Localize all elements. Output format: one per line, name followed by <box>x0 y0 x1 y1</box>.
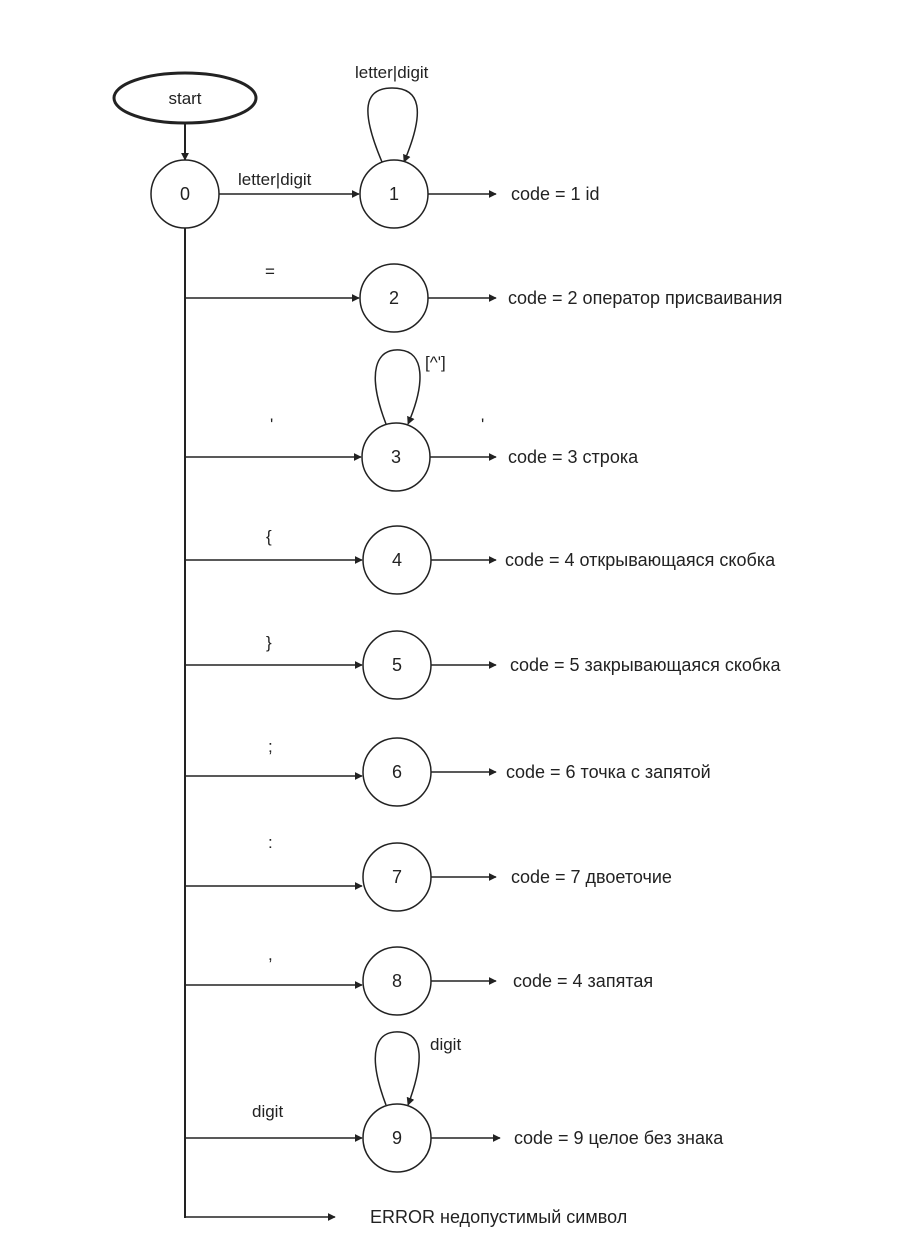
loop-label-3: [^'] <box>425 353 446 372</box>
result-5: code = 5 закрывающаяся скобка <box>510 655 781 675</box>
state-5: 5 <box>362 630 432 700</box>
edge-label-4: { <box>266 527 272 546</box>
loop-state-1 <box>367 87 418 163</box>
error-label: ERROR недопустимый символ <box>370 1207 627 1227</box>
state-6: 6 <box>362 737 432 807</box>
loop-label-9: digit <box>430 1035 461 1054</box>
state-8-label: 8 <box>392 971 402 991</box>
loop-state-3 <box>374 349 421 425</box>
state-0-label: 0 <box>180 184 190 204</box>
loop-label-1: letter|digit <box>355 63 429 82</box>
state-0: 0 <box>150 159 220 229</box>
state-5-label: 5 <box>392 655 402 675</box>
edge-label-5: } <box>266 633 272 652</box>
state-7: 7 <box>362 842 432 912</box>
edge-label-1: letter|digit <box>238 170 312 189</box>
loop-state-9 <box>374 1031 420 1106</box>
state-2-label: 2 <box>389 288 399 308</box>
edge-label-7: : <box>268 833 273 852</box>
result-7: code = 7 двоеточие <box>511 867 672 887</box>
state-1-label: 1 <box>389 184 399 204</box>
result-1: code = 1 id <box>511 184 600 204</box>
edge-label-2: = <box>265 262 275 281</box>
result-4: code = 4 открывающаяся скобка <box>505 550 776 570</box>
state-9: 9 <box>362 1103 432 1173</box>
state-1: 1 <box>359 159 429 229</box>
state-9-label: 9 <box>392 1128 402 1148</box>
edge-label-8: , <box>268 945 273 964</box>
state-3: 3 <box>361 422 431 492</box>
result-2: code = 2 оператор присваивания <box>508 288 782 308</box>
edge-label-3: ' <box>270 415 273 434</box>
state-4-label: 4 <box>392 550 402 570</box>
start-node: start <box>112 71 258 125</box>
state-4: 4 <box>362 525 432 595</box>
state-6-label: 6 <box>392 762 402 782</box>
result-9: code = 9 целое без знака <box>514 1128 724 1148</box>
edge-label-9: digit <box>252 1102 283 1121</box>
result-8: code = 4 запятая <box>513 971 653 991</box>
state-3-label: 3 <box>391 447 401 467</box>
result-6: code = 6 точка с запятой <box>506 762 711 782</box>
result-3: code = 3 строка <box>508 447 639 467</box>
state-8: 8 <box>362 946 432 1016</box>
state-2: 2 <box>359 263 429 333</box>
after-label-3: ' <box>481 415 484 434</box>
start-label: start <box>168 89 201 108</box>
edge-label-6: ; <box>268 737 273 756</box>
state-7-label: 7 <box>392 867 402 887</box>
